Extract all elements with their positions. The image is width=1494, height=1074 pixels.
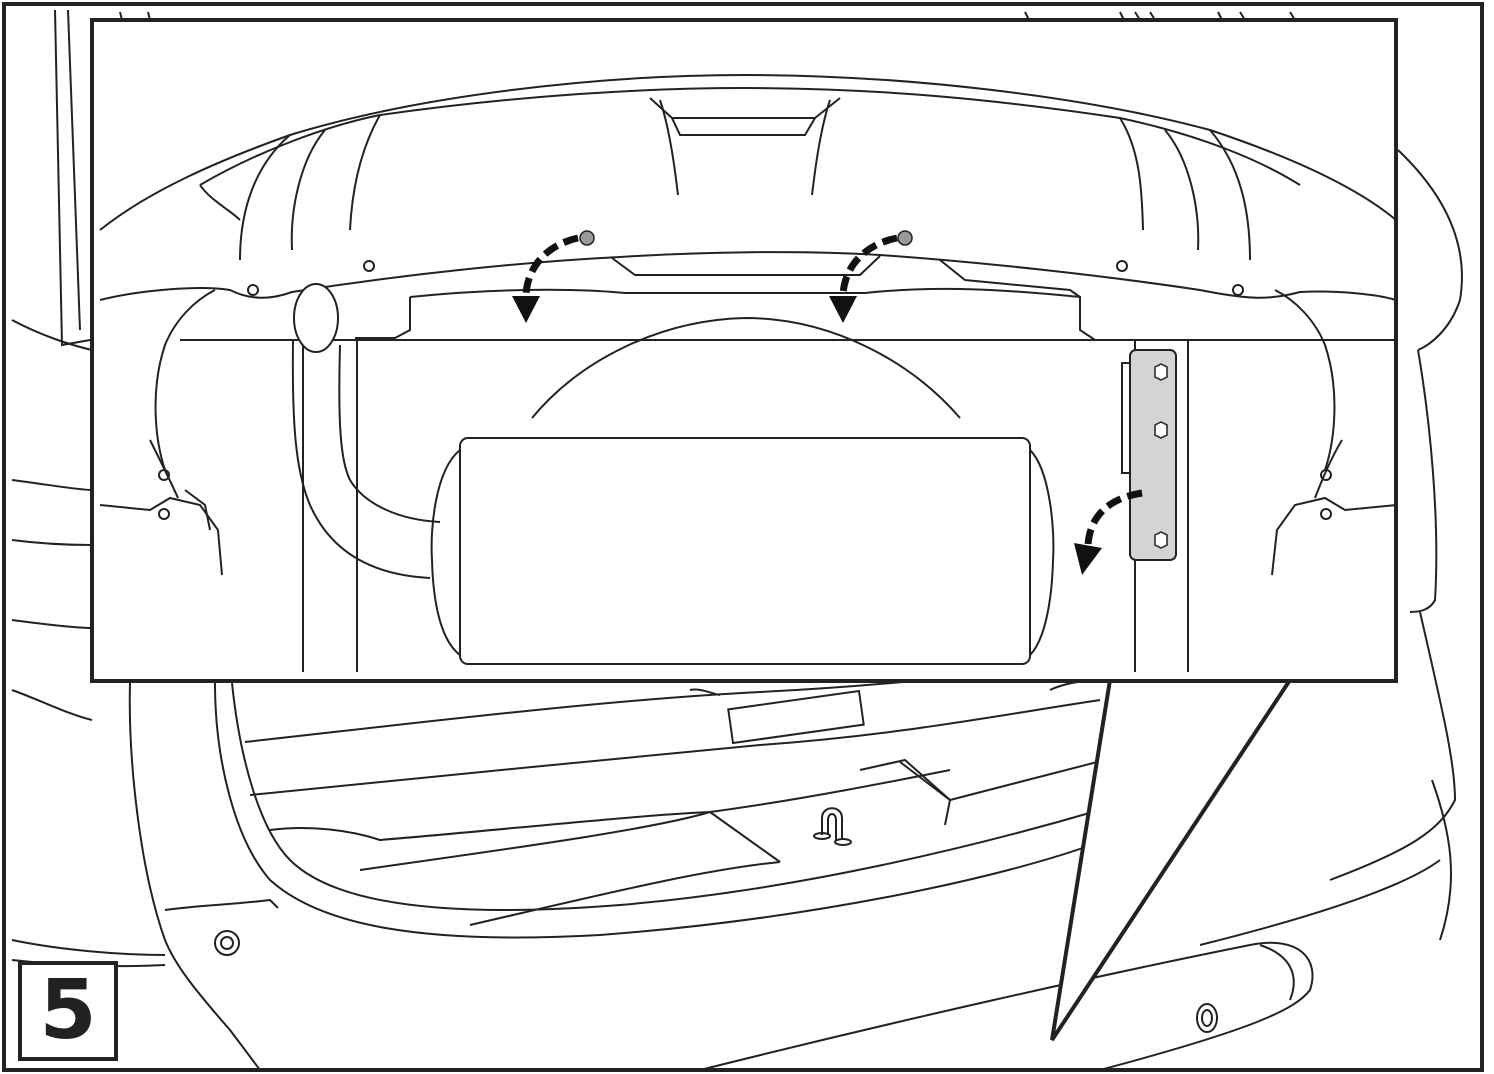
bolt-icon <box>1154 531 1168 549</box>
curved-arrow-icon <box>829 234 898 323</box>
tow-eye-icon <box>813 807 852 846</box>
bolt-icon <box>1154 421 1168 439</box>
screw-head-icon <box>579 230 595 246</box>
parking-sensor-icon <box>1196 1003 1218 1033</box>
curved-arrow-icon <box>1074 489 1143 575</box>
step-number-badge: 5 <box>18 961 118 1061</box>
parking-sensor-icon <box>214 930 240 956</box>
bolt-icon <box>1154 363 1168 381</box>
hanger-bracket <box>1121 349 1177 561</box>
curved-arrow-icon <box>512 234 579 323</box>
callout-pointer <box>1050 678 1292 1042</box>
step-number: 5 <box>39 963 97 1058</box>
screw-head-icon <box>897 230 913 246</box>
detail-inset <box>90 18 1398 683</box>
